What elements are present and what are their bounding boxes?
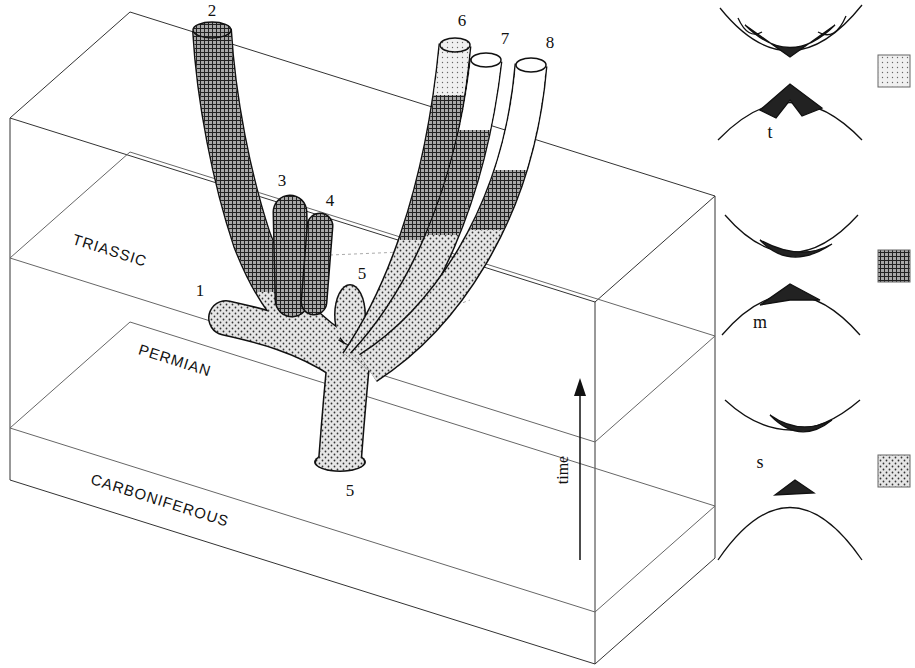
time-arrow bbox=[574, 378, 586, 560]
callout-number: 6 bbox=[458, 12, 467, 29]
callout-number: 8 bbox=[546, 34, 555, 51]
pattern-swatch bbox=[878, 55, 910, 487]
shell-illustration bbox=[718, 5, 862, 560]
axis-label: time bbox=[555, 456, 571, 484]
callout-number: 5 bbox=[358, 265, 367, 282]
period-box bbox=[10, 12, 715, 664]
callout-number: 2 bbox=[208, 2, 217, 19]
callout-number: 3 bbox=[278, 172, 287, 189]
callout-number: 1 bbox=[196, 282, 205, 299]
feature-letter: m bbox=[753, 313, 767, 331]
period-label: PERMIAN bbox=[137, 342, 213, 379]
lineage-tree bbox=[193, 22, 546, 472]
feature-letter: s bbox=[756, 453, 763, 471]
feature-letter: t bbox=[767, 123, 772, 141]
period-label: CARBONIFEROUS bbox=[89, 471, 231, 529]
period-label: TRIASSIC bbox=[71, 231, 149, 269]
callout-number: 4 bbox=[326, 192, 335, 209]
callout-number: 5 bbox=[346, 482, 355, 499]
callout-number: 7 bbox=[501, 30, 510, 47]
